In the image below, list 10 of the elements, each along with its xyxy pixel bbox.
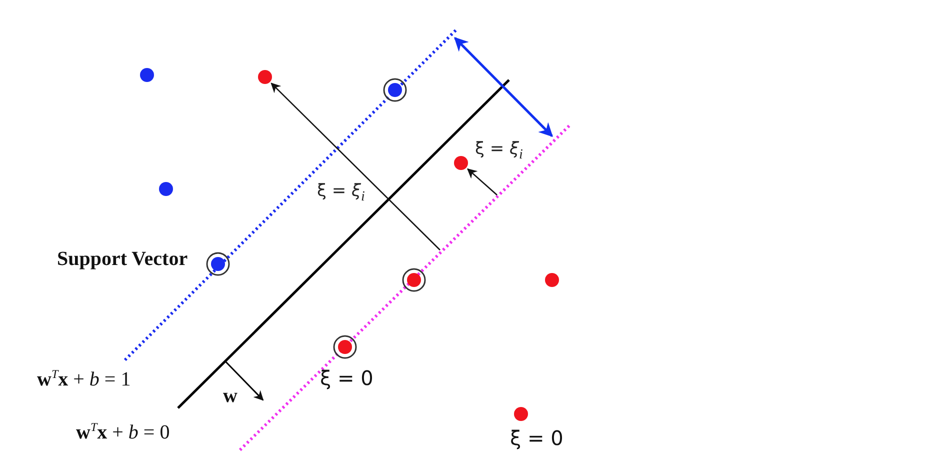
- equation-label: w$^{T}$x + b = 0: [76, 421, 170, 443]
- vector-label: w: [223, 386, 238, 406]
- annotation-label: Support Vector: [57, 249, 188, 269]
- arrow: [270, 82, 440, 250]
- slack-label: ξ = 0: [320, 368, 374, 388]
- equation-label: w$^{T}$x + b = 1: [37, 368, 131, 390]
- slack-label: ξ = 0: [510, 428, 564, 448]
- arrow: [466, 168, 498, 196]
- data-point: [258, 70, 272, 84]
- data-point: [454, 156, 468, 170]
